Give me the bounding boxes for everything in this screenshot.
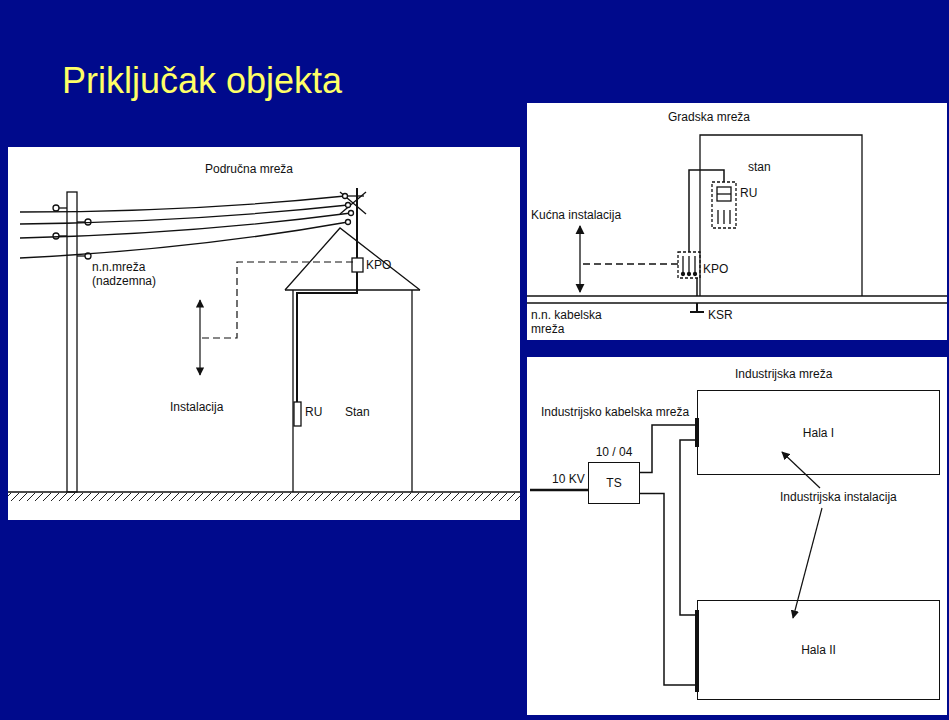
overhead-line-drawing-part xyxy=(294,402,301,426)
city-network-drawing-part xyxy=(688,273,691,276)
node-text: Hala I xyxy=(803,426,834,440)
overhead-line-drawing-part xyxy=(20,205,348,224)
city-network-drawing-part xyxy=(712,182,736,228)
city-network-drawing-part xyxy=(527,295,947,296)
city-network-drawing-part xyxy=(690,311,704,313)
overhead-line-drawing-part xyxy=(285,289,420,290)
city-network-drawing-part xyxy=(729,210,730,224)
diagram-label: n.n.mreža (nadzemna) xyxy=(92,260,164,288)
diagram-label: Područna mreža xyxy=(205,162,293,176)
installation-boundary-part xyxy=(200,262,353,338)
industrial-network-drawing-part xyxy=(530,489,588,492)
city-network-drawing-part xyxy=(682,256,683,274)
diagram-label: Kućna instalacija xyxy=(531,208,621,222)
industrial-network-drawing-part xyxy=(793,508,822,618)
city-network-drawing-part xyxy=(717,210,718,224)
diagram-label: Stan xyxy=(345,405,370,419)
panels-part xyxy=(527,357,947,715)
overhead-line-drawing-part xyxy=(352,258,363,272)
slide-title: Priključak objekta xyxy=(62,60,342,102)
diagram-label: KPO xyxy=(366,258,391,272)
diagram-label: Industrijska instalacija xyxy=(780,490,897,504)
overhead-line-drawing-part xyxy=(349,211,354,216)
city-network-drawing-part xyxy=(527,302,947,303)
diagram-label: stan xyxy=(748,160,771,174)
diagram-label: Instalacija xyxy=(170,400,223,414)
overhead-line-drawing-part xyxy=(20,222,348,258)
city-network-drawing-part xyxy=(696,303,698,312)
panels-part xyxy=(8,147,520,520)
panels-part xyxy=(527,103,947,340)
building-box: Hala I xyxy=(697,390,940,475)
city-network-drawing-part xyxy=(580,263,678,264)
node-text: TS xyxy=(606,476,621,490)
overhead-line-drawing-part xyxy=(53,233,59,239)
city-network-drawing xyxy=(527,135,947,312)
city-network-drawing-part xyxy=(717,187,731,201)
overhead-line-drawing-part xyxy=(346,203,351,208)
diagram-label: RU xyxy=(305,405,322,419)
edge-label: Industrijsko kabelska mreža xyxy=(540,405,690,419)
industrial-network-drawing xyxy=(530,418,822,692)
overhead-line-drawing-part xyxy=(285,228,420,290)
overhead-line-drawing-part xyxy=(8,491,520,493)
overhead-line-drawing-part xyxy=(297,272,357,402)
city-network-drawing-part xyxy=(696,278,698,296)
building-box: 10 / 04TS xyxy=(588,462,640,504)
diagram-label: KPO xyxy=(703,262,728,276)
diagram-label: KSR xyxy=(708,308,733,322)
cable-connector xyxy=(640,425,697,473)
city-network-drawing-part xyxy=(717,193,731,194)
city-network-drawing-part xyxy=(694,256,695,274)
industrial-network-drawing-part xyxy=(782,452,820,488)
city-network-drawing-part xyxy=(682,273,685,276)
city-network-drawing-part xyxy=(688,256,689,274)
diagram-label: RU xyxy=(740,186,757,200)
overhead-line-drawing xyxy=(8,188,520,501)
overhead-line-drawing-part xyxy=(343,194,348,199)
city-network-drawing-part xyxy=(579,226,580,292)
overhead-line-drawing-part xyxy=(346,220,351,225)
city-network-drawing-part xyxy=(678,252,700,278)
overhead-line-drawing-part xyxy=(20,213,351,238)
cable-connector xyxy=(640,494,697,686)
building-box: Hala II xyxy=(697,600,940,700)
diagram-label: Gradska mreža xyxy=(668,110,750,124)
installation-boundary-part xyxy=(199,300,200,375)
panels xyxy=(8,103,947,715)
installation-boundary xyxy=(200,262,353,375)
city-network-drawing-part xyxy=(694,273,697,276)
overhead-line-drawing-part xyxy=(292,290,293,492)
cable-connector xyxy=(680,440,697,615)
overhead-line-drawing-part xyxy=(8,493,520,501)
city-network-drawing-part xyxy=(723,210,724,224)
overhead-line-drawing-part xyxy=(53,205,59,211)
diagram-label: 10 KV xyxy=(552,472,585,486)
diagram-label: Industrijska mreža xyxy=(735,367,832,381)
overhead-line-drawing-part xyxy=(411,290,412,492)
city-network-drawing-part xyxy=(700,135,862,296)
node-heading: 10 / 04 xyxy=(589,445,639,459)
diagram-label: n.n. kabelska mreža xyxy=(531,308,613,336)
node-text: Hala II xyxy=(801,643,836,657)
